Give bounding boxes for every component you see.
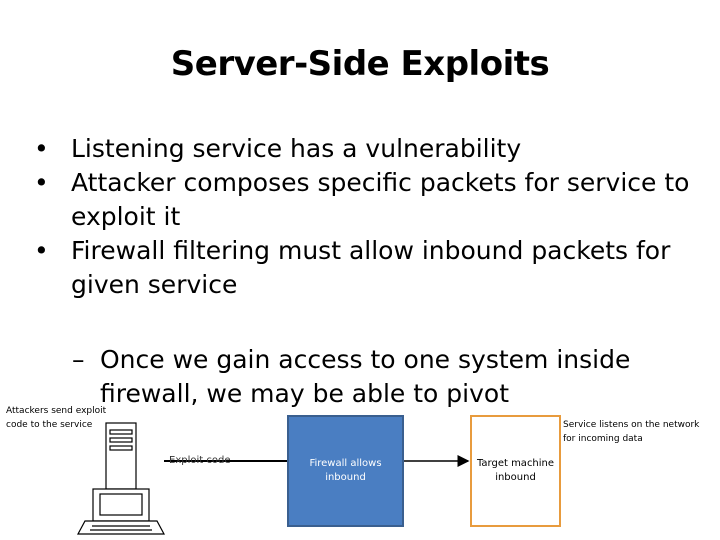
sub-bullet-marker: – [72, 345, 85, 374]
firewall-box: Firewall allows inbound [287, 415, 404, 527]
slide-title: Server-Side Exploits [170, 44, 550, 84]
firewall-label: Firewall allows inbound [309, 458, 382, 483]
bullet-item: • Attacker composes specific packets for… [34, 166, 694, 234]
target-machine-label: Target machine inbound [476, 458, 555, 483]
sub-bullet-text: Once we gain access to one system inside… [100, 345, 631, 408]
bullet-text: Firewall filtering must allow inbound pa… [71, 236, 671, 299]
attacker-caption: Attackers send exploit code to the servi… [6, 406, 107, 430]
bullet-text: Attacker composes specific packets for s… [71, 168, 690, 231]
bullet-marker: • [34, 168, 49, 197]
bullet-item: • Firewall filtering must allow inbound … [34, 234, 694, 302]
target-machine-box: Target machine inbound [470, 415, 561, 527]
service-listens-caption: Service listens on the network for incom… [563, 420, 700, 444]
exploit-code-label: Exploit code [169, 455, 231, 466]
bullet-marker: • [34, 134, 49, 163]
sub-bullet: – Once we gain access to one system insi… [72, 343, 700, 411]
bullet-text: Listening service has a vulnerability [71, 134, 522, 163]
bullet-list: • Listening service has a vulnerability … [34, 132, 694, 302]
bullet-item: • Listening service has a vulnerability [34, 132, 694, 166]
computer-icon [76, 422, 166, 535]
bullet-marker: • [34, 236, 49, 265]
